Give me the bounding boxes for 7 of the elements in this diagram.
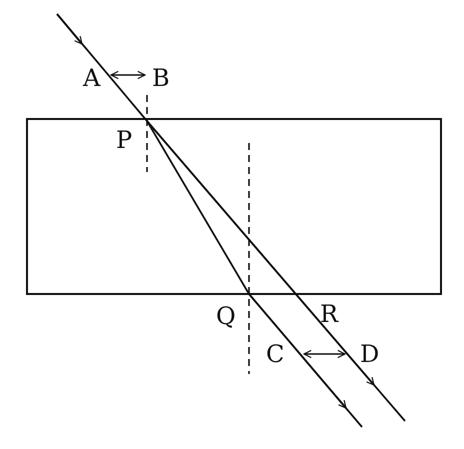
point-label: B <box>152 66 170 90</box>
point-label: D <box>360 342 380 366</box>
point-label: Q <box>216 304 236 328</box>
point-label: R <box>320 302 338 326</box>
point-label: P <box>116 128 132 152</box>
point-label: C <box>266 342 284 366</box>
point-label: A <box>83 66 100 90</box>
